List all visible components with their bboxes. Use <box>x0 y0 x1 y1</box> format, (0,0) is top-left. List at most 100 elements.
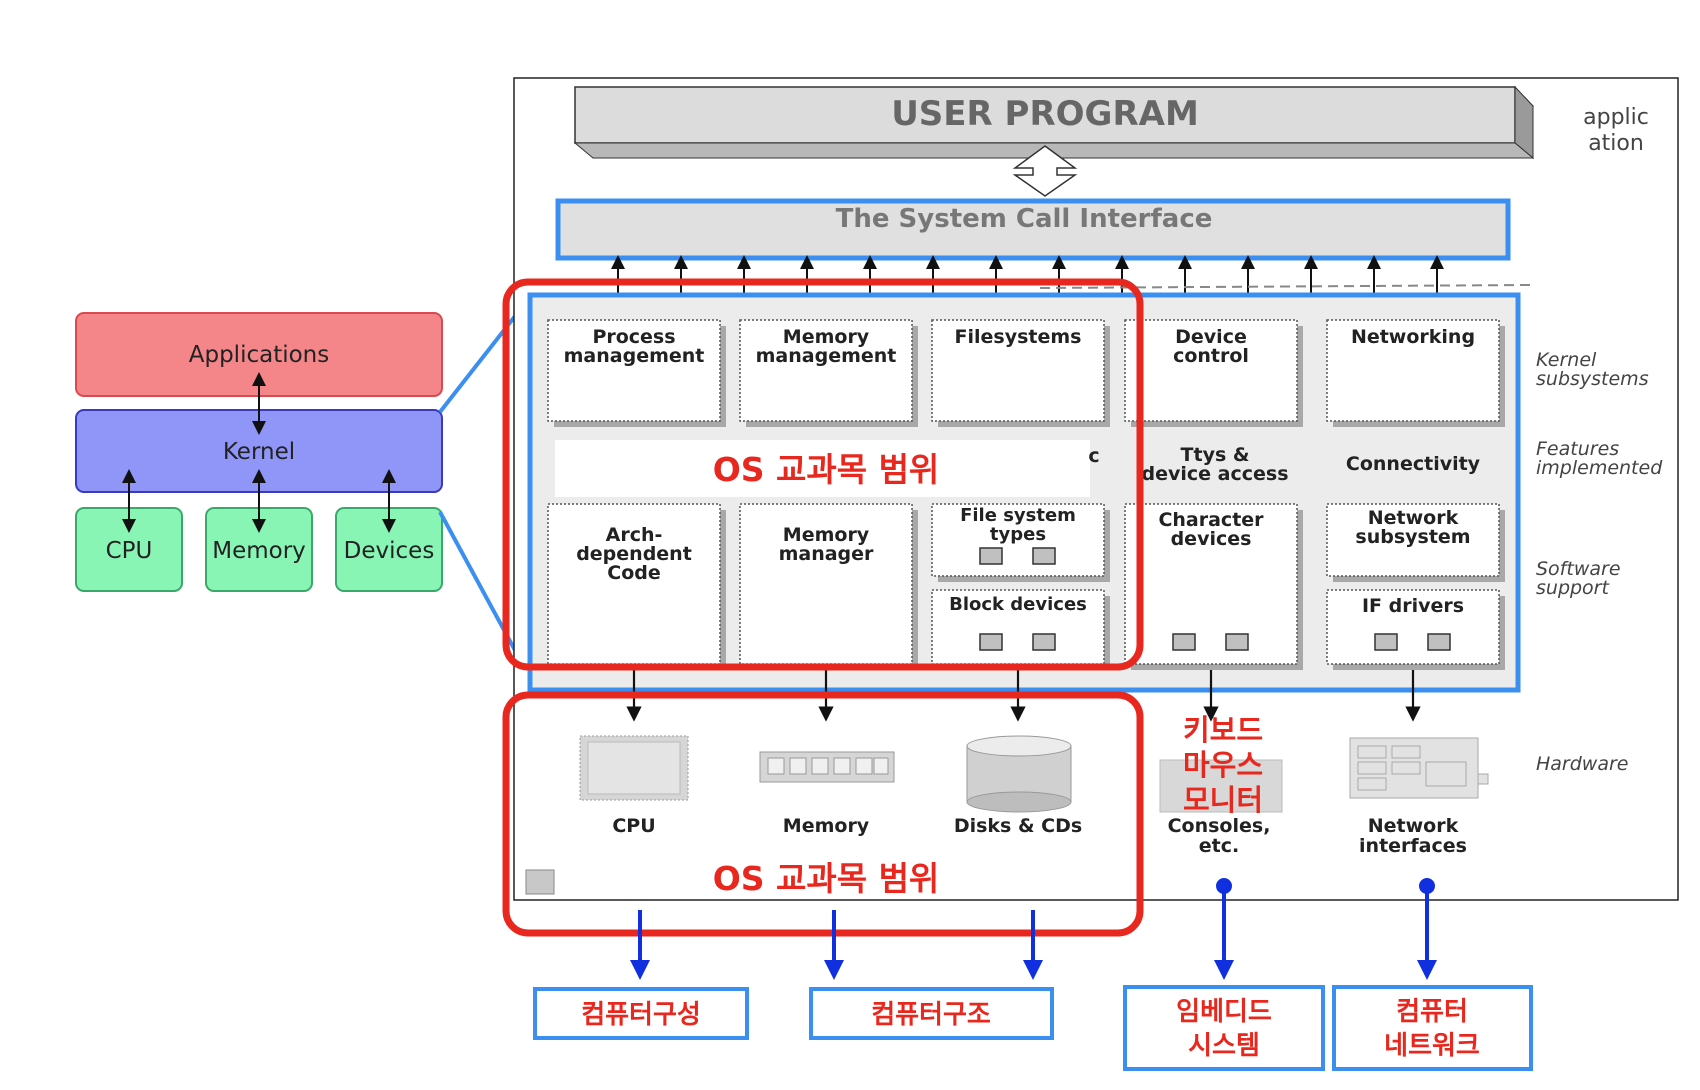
software-label-1: Software <box>1536 558 1621 580</box>
process-management-label-2: management <box>564 345 705 367</box>
cpu-label: CPU <box>106 538 153 564</box>
cpu-chip-icon <box>579 735 689 801</box>
memory-management-label-2: management <box>756 345 897 367</box>
filesystems-label: Filesystems <box>955 326 1082 348</box>
mouse-label: 마우스 <box>1183 748 1263 782</box>
if-drivers-box <box>1326 589 1500 665</box>
memory-manager-label-1: Memory <box>783 524 870 546</box>
hardware-side-label: Hardware <box>1536 753 1629 775</box>
memory-label: Memory <box>212 538 306 564</box>
os-scope-top-label: OS 교과목 범위 <box>713 450 940 489</box>
user-program-label: USER PROGRAM <box>891 94 1199 134</box>
device-control-label-2: control <box>1173 345 1249 367</box>
networking-label: Networking <box>1351 326 1475 348</box>
course-boxes: 컴퓨터구성 컴퓨터구조 임베디드 시스템 컴퓨터 네트워크 <box>533 985 1533 1071</box>
course-embedded-label-1: 임베디드 <box>1176 997 1272 1027</box>
memory-module-icon <box>759 751 895 783</box>
driver-chip-icons <box>979 547 1451 651</box>
left-kernel-diagram: Applications Kernel CPU Memory Devices <box>75 295 532 679</box>
memory-manager-label-2: manager <box>779 543 874 565</box>
kernel-subsystems-label-1: Kernel <box>1536 349 1597 371</box>
process-management-label-1: Process <box>592 326 675 348</box>
network-card-icon <box>1349 737 1489 799</box>
network-subsystem-label-2: subsystem <box>1355 526 1470 548</box>
memory-management-box <box>739 319 913 422</box>
kernel-dashed-separator <box>1039 284 1531 289</box>
application-label-2: ation <box>1588 131 1644 156</box>
features-label-2: implemented <box>1536 457 1663 479</box>
block-devices-label: Block devices <box>949 594 1087 615</box>
if-drivers-label: IF drivers <box>1362 595 1464 617</box>
fs-types-label-1: File system <box>960 505 1076 526</box>
course-box-embedded <box>1123 985 1325 1071</box>
disk-cylinder-icon <box>966 735 1072 813</box>
console-icon <box>1159 759 1283 813</box>
network-subsystem-box <box>1326 503 1500 577</box>
layer-side-labels: Kernel subsystems Features implemented S… <box>1536 349 1663 775</box>
arch-dependent-box <box>547 503 721 665</box>
course-network-label-1: 컴퓨터 <box>1396 997 1468 1027</box>
hw-consoles-label-2: etc. <box>1199 835 1239 857</box>
user-syscall-double-arrow <box>1012 145 1078 197</box>
syscall-interface-highlight <box>555 198 1511 261</box>
device-control-box <box>1124 319 1298 422</box>
corner-small-square <box>525 869 555 895</box>
hw-consoles-label-1: Consoles, <box>1168 815 1271 837</box>
fs-types-box <box>931 503 1105 577</box>
keyboard-label: 키보드 <box>1183 713 1263 747</box>
hw-memory-label: Memory <box>783 815 870 837</box>
process-management-box <box>547 319 721 422</box>
arch-label-2: dependent <box>576 543 692 565</box>
hw-cpu-label: CPU <box>612 815 655 837</box>
os-scope-annotations: OS 교과목 범위 OS 교과목 범위 키보드 마우스 모니터 <box>502 278 1263 937</box>
applications-label: Applications <box>189 342 330 368</box>
kernel-subsystem-boxes <box>547 319 1505 427</box>
course-organization-label: 컴퓨터구성 <box>581 1000 701 1030</box>
network-subsystem-label-1: Network <box>1368 507 1459 529</box>
kernel-blue-highlight <box>527 292 1521 693</box>
os-scope-bottom-label: OS 교과목 범위 <box>713 859 940 898</box>
devices-label: Devices <box>344 538 435 564</box>
memory-management-label-1: Memory <box>783 326 870 348</box>
kernel-label: Kernel <box>223 439 295 465</box>
character-devices-label-1: Character <box>1158 509 1264 531</box>
hw-network-label-2: interfaces <box>1359 835 1467 857</box>
ttys-label-2: device access <box>1142 463 1289 485</box>
course-box-network <box>1332 985 1533 1071</box>
course-box-organization <box>533 987 749 1040</box>
networking-box <box>1326 319 1500 422</box>
course-arrows <box>630 878 1437 980</box>
syscall-interface-label: The System Call Interface <box>836 204 1213 234</box>
os-scope-label-background <box>555 440 1090 497</box>
connectivity-label: Connectivity <box>1346 453 1481 475</box>
memory-manager-box <box>739 503 913 665</box>
device-control-label-1: Device <box>1175 326 1247 348</box>
user-program-bar <box>574 86 1516 144</box>
ttys-label-1: Ttys & <box>1181 444 1250 466</box>
course-embedded-label-2: 시스템 <box>1188 1031 1260 1061</box>
software-support-boxes <box>547 503 1505 670</box>
os-scope-bottom-red-box <box>502 691 1144 937</box>
hw-disks-label: Disks & CDs <box>954 815 1082 837</box>
arch-label-3: Code <box>607 562 660 584</box>
character-devices-box <box>1124 503 1298 665</box>
application-label-1: applic <box>1583 105 1649 130</box>
monitor-label: 모니터 <box>1183 783 1263 817</box>
syscall-interface-bar <box>559 201 1509 257</box>
course-network-label-2: 네트워크 <box>1384 1031 1480 1061</box>
kernel-subsystems-label-2: subsystems <box>1536 368 1649 390</box>
software-label-2: support <box>1536 577 1610 599</box>
arch-label-1: Arch- <box>606 524 663 546</box>
fs-types-label-2: types <box>990 524 1046 545</box>
kernel-hardware-arrows <box>626 670 1421 722</box>
features-label-1: Features <box>1536 438 1619 460</box>
course-architecture-label: 컴퓨터구조 <box>871 1000 991 1030</box>
features-partial-char: c <box>1088 445 1099 467</box>
block-devices-box <box>931 589 1105 665</box>
course-box-architecture <box>809 987 1054 1040</box>
filesystems-box <box>931 319 1105 422</box>
os-scope-top-red-box <box>502 278 1144 671</box>
user-program-bar-bottom <box>573 142 1535 159</box>
character-devices-label-2: devices <box>1171 528 1252 550</box>
